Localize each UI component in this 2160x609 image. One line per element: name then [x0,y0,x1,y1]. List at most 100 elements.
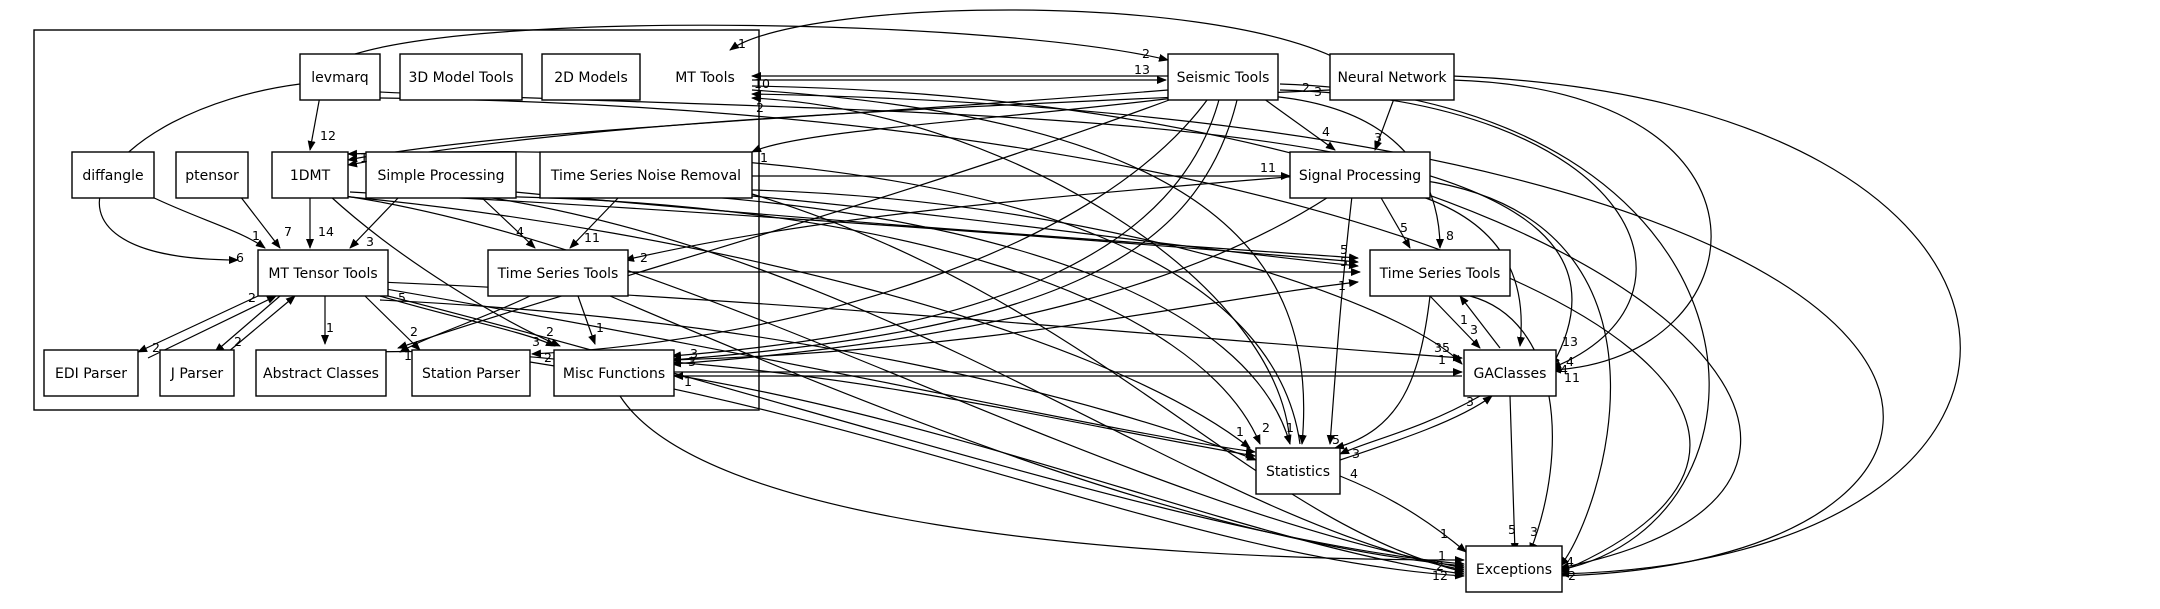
edge-label: 2 [248,290,256,305]
edge-label: 1 [684,374,692,389]
node-diffangle[interactable]: diffangle [71,151,155,199]
edge-label: 5 [398,290,406,305]
edge-label: 4 [1566,554,1574,569]
node-station-parser[interactable]: Station Parser [411,349,531,397]
edge-seismic-exceptions [1279,83,1710,573]
node-1dmt[interactable]: 1DMT [271,151,349,199]
node-time-series-tools-outer[interactable]: Time Series Tools [1369,249,1511,297]
edge-label: 5 [1400,220,1408,235]
node-mt-tensor-tools[interactable]: MT Tensor Tools [257,249,389,297]
edge-mttensor-misc [379,295,556,347]
edge-label: 2 [1302,80,1310,95]
edge-label: 1 [404,348,412,363]
edge-simpleproc-exceptions [479,195,1465,573]
node-misc-functions[interactable]: Misc Functions [553,349,675,397]
edge-simpleproc-tstools-out [514,191,1359,262]
edge-label: 3 [1374,130,1382,145]
node-simple-processing[interactable]: Simple Processing [365,151,517,199]
node-neural-network[interactable]: Neural Network [1329,53,1455,101]
edge-tstools-in-misc [577,295,596,345]
edge-label: 12 [1432,568,1448,583]
edge-label: 6 [236,250,244,265]
edge-label: 1 [1460,312,1468,327]
edge-label: 11 [1564,370,1580,385]
edge-label: 1 [326,320,334,335]
edge-tsnoise-tstools-in [569,195,621,249]
edge-label: 2 [410,324,418,339]
edge-neural-mttools [729,9,1341,61]
edge-label: 2 [1436,558,1444,573]
node-label: J Parser [170,366,224,382]
edge-gaclasses-statistics [1339,395,1481,455]
node-label: MT Tensor Tools [268,266,377,282]
edge-label: 14 [318,224,334,239]
node-seismic-tools[interactable]: Seismic Tools [1167,53,1279,101]
node-edi-parser[interactable]: EDI Parser [43,349,139,397]
node-time-series-noise-removal[interactable]: Time Series Noise Removal [539,151,753,199]
edge-label: 2 [1142,46,1150,61]
edge-label: 13 [1134,62,1150,77]
edge-mttensor-exceptions [379,293,1465,568]
node-label: Abstract Classes [263,366,379,382]
edge-label: 3 [532,334,540,349]
edge-seismic-sigproc [1259,95,1336,151]
edge-levmarq-seismic [354,24,1169,62]
node-j-parser[interactable]: J Parser [159,349,235,397]
edge-label: 3 [1530,524,1538,539]
edge-label: 2 [544,350,552,365]
edge-tstools-in-exceptions [609,295,1465,570]
node-time-series-tools-inner[interactable]: Time Series Tools [487,249,629,297]
edge-station-exceptions [529,361,1465,580]
node-label: EDI Parser [55,366,127,382]
edge-label: 1 [252,228,260,243]
edge-label: 3 [1352,446,1360,461]
node-levmarq[interactable]: levmarq [299,53,381,101]
node-label: Station Parser [422,366,520,382]
node-ptensor[interactable]: ptensor [175,151,249,199]
edge-label: 1 [1338,278,1346,293]
edge-sigproc-misc [671,195,1331,368]
node-exceptions[interactable]: Exceptions [1465,545,1563,593]
edge-gaclasses-exceptions [1509,395,1519,553]
edge-neural-1dmt [347,89,1331,168]
node-label: Time Series Tools [497,266,619,282]
edge-label: 7 [284,224,292,239]
node-label: Signal Processing [1299,168,1421,184]
edge-mttensor-edi [137,295,259,353]
edge-label: 11 [1260,160,1276,175]
node-label: diffangle [82,168,143,184]
node-label: 2D Models [554,70,627,86]
edge-label: 2 [234,334,242,349]
node-label: levmarq [311,70,368,86]
edge-label: 2 [640,250,648,265]
edge-label: 5 [1340,254,1348,269]
edge-label: 1 [1286,420,1294,435]
node-2d-models[interactable]: 2D Models [541,53,641,101]
edge-1dmt-exceptions [344,195,1465,571]
edge-levmarq-1dmt [307,95,321,151]
edge-levmarq-gaclasses [379,91,1573,367]
edge-gaclasses-tstools-out [1459,295,1501,349]
edge-sigproc-exceptions [1419,179,1612,567]
node-abstract-classes[interactable]: Abstract Classes [255,349,387,397]
node-statistics[interactable]: Statistics [1255,447,1341,495]
node-gaclasses[interactable]: GAClasses [1463,349,1557,397]
edge-label: 5 [1332,432,1340,447]
edge-label: 1 [596,320,604,335]
edge-group [98,9,1961,580]
edge-label: 2 [1568,568,1576,583]
edge-misc-tstools-out [671,279,1359,361]
mt-tools-cluster [33,29,760,411]
node-3d-model-tools[interactable]: 3D Model Tools [399,53,523,101]
edge-jparser-mttensor [227,295,296,353]
edge-mttensor-jparser [214,295,281,353]
edge-label: 1 [760,150,768,165]
node-mt-tools[interactable]: MT Tools [675,70,735,86]
edge-label: 2 [756,100,764,115]
edge-label: 4 [1350,466,1358,481]
edge-sigproc-statistics [1326,195,1353,445]
node-label: Time Series Tools [1379,266,1501,282]
edge-neural-gaclasses [1451,79,1712,374]
edge-label: 11 [584,230,600,245]
node-signal-processing[interactable]: Signal Processing [1289,151,1431,199]
